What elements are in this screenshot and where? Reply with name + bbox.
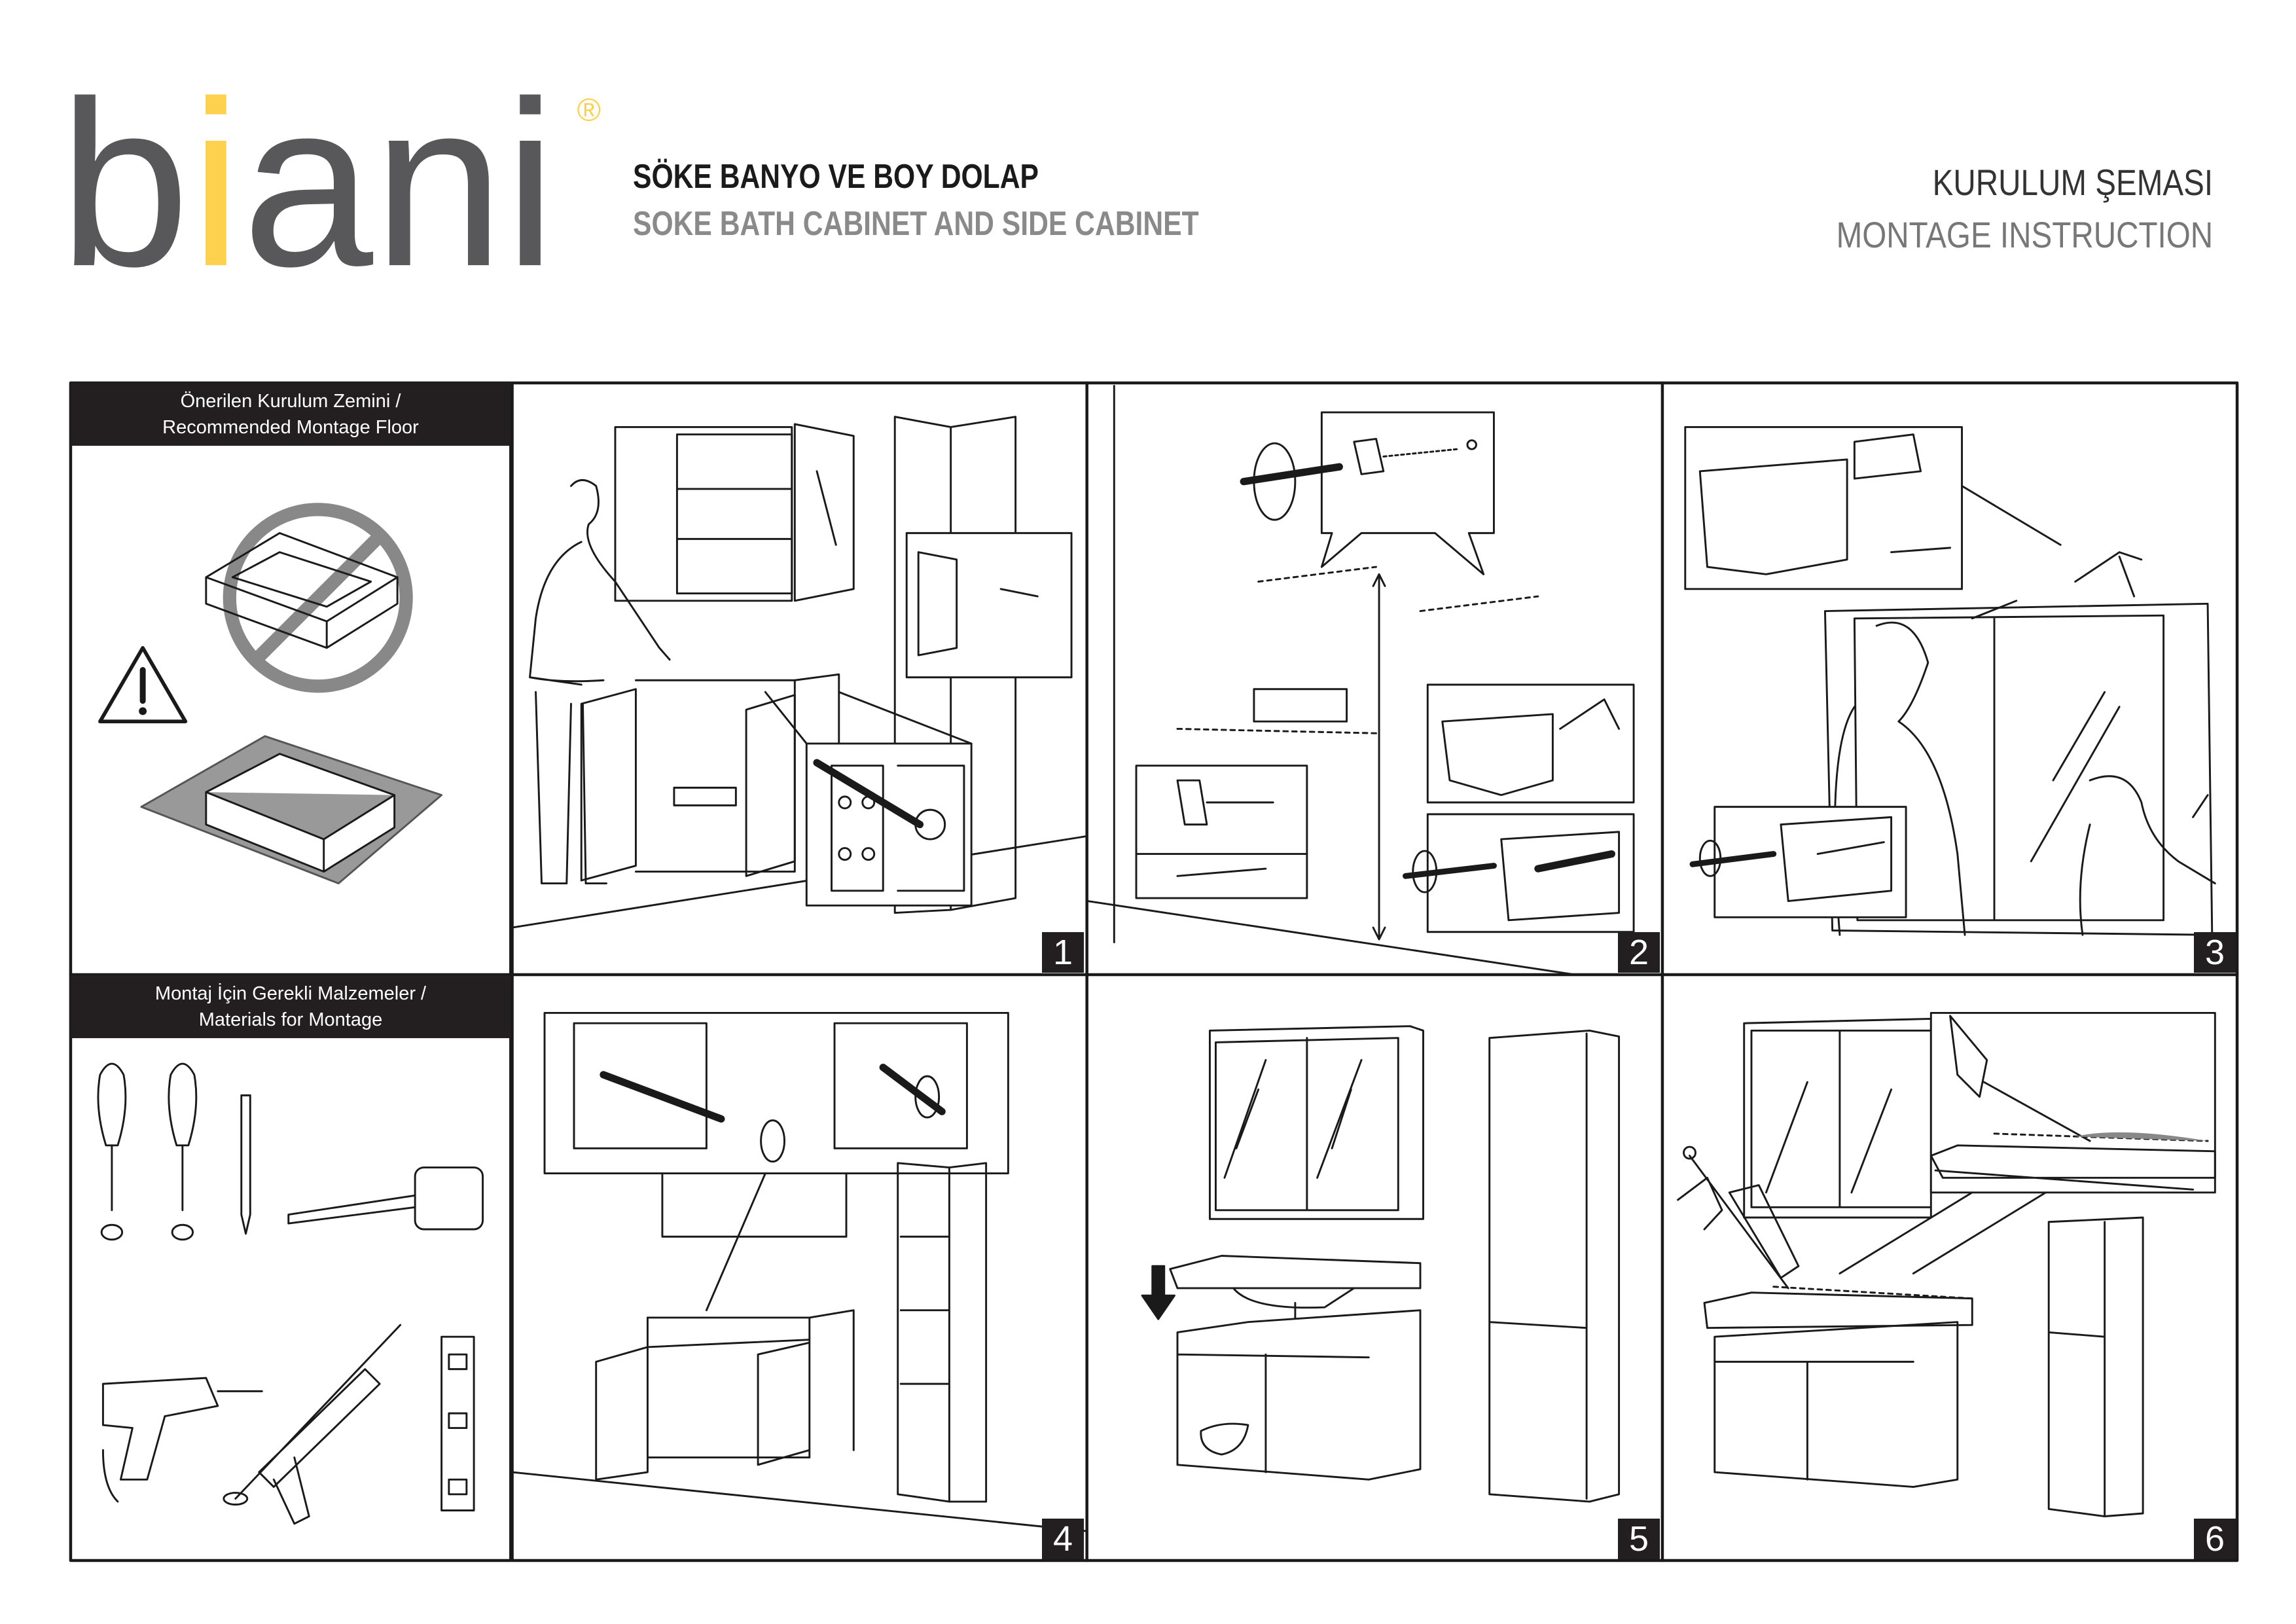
step-5-illustration: [1141, 1025, 1621, 1503]
floor-section-title-tr: Önerilen Kurulum Zemini /: [180, 391, 401, 412]
step-3-illustration: [1684, 425, 2216, 936]
step-3-badge: 3: [2194, 932, 2236, 973]
panel-frames: [69, 381, 2239, 1562]
warning-icon: [98, 645, 188, 724]
step-1-illustration: [511, 416, 1088, 929]
flat-screwdriver-icon: [97, 1062, 127, 1147]
logo-part-b: b: [59, 52, 190, 316]
step-4-illustration: [511, 1011, 1088, 1532]
step-5-badge: 5: [1618, 1519, 1660, 1559]
pencil-icon: [240, 1094, 251, 1235]
document-type-en: MONTAGE INSTRUCTION: [1836, 214, 2213, 255]
logo-part-i: i: [190, 52, 242, 316]
tools-illustration: [97, 1062, 484, 1525]
step-6-badge: 6: [2194, 1519, 2236, 1559]
step-2-illustration: [1086, 385, 1635, 976]
product-title-en: SOKE BATH CABINET AND SIDE CABINET: [633, 205, 1199, 243]
step-6-illustration: [1677, 1011, 2216, 1517]
materials-section-title-en: Materials for Montage: [198, 1009, 383, 1030]
phillips-screwdriver-icon: [168, 1062, 198, 1147]
prohibited-icon: [223, 503, 413, 693]
step-1-badge: 1: [1042, 932, 1084, 973]
floor-illustration: [98, 503, 443, 885]
logo-part-ani: ani: [242, 52, 556, 316]
registered-mark: ®: [577, 92, 600, 128]
arrow-down-icon: [1141, 1265, 1175, 1320]
spirit-level-icon: [440, 1335, 475, 1511]
materials-section-header: Montaj İçin Gerekli Malzemeler / Materia…: [71, 975, 511, 1038]
step-2-badge: 2: [1618, 932, 1660, 973]
product-title-tr: SÖKE BANYO VE BOY DOLAP: [633, 158, 1039, 196]
svg-text:biani: biani: [59, 52, 556, 316]
biani-logo: biani ®: [59, 52, 601, 316]
document-type-tr: KURULUM ŞEMASI: [1932, 162, 2213, 203]
tape-measure-icon: [414, 1166, 484, 1231]
materials-section-title-tr: Montaj İçin Gerekli Malzemeler /: [154, 983, 427, 1004]
drill-icon: [101, 1377, 219, 1503]
floor-section-header: Önerilen Kurulum Zemini / Recommended Mo…: [71, 383, 511, 446]
floor-section-title-en: Recommended Montage Floor: [162, 417, 419, 438]
silicone-gun-icon: [234, 1324, 402, 1525]
step-4-badge: 4: [1042, 1519, 1084, 1559]
